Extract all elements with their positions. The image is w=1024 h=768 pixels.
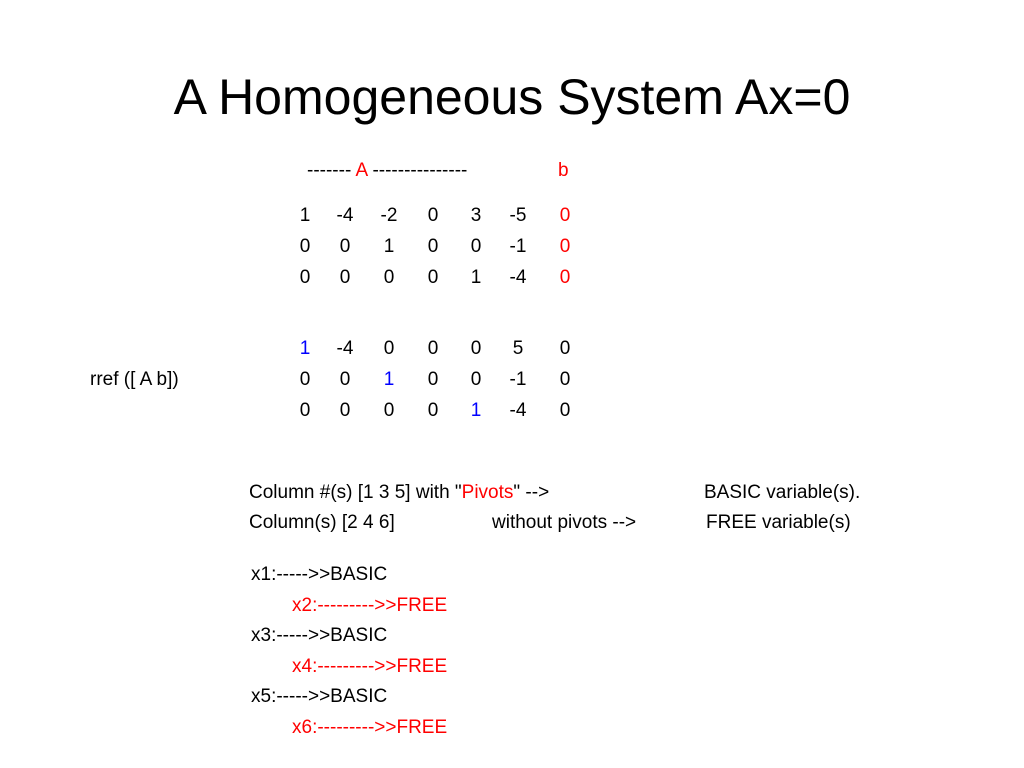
slide-title: A Homogeneous System Ax=0 — [173, 69, 851, 125]
rref-cell: 1 — [470, 400, 482, 421]
rref-cell: 0 — [427, 400, 439, 421]
rref-cell: 0 — [299, 400, 311, 421]
rref-cell: 0 — [470, 338, 482, 359]
rref-cell: 0 — [559, 369, 571, 390]
matrix-cell: 3 — [470, 205, 482, 226]
variable-free-line: x4:--------->>FREE — [292, 655, 448, 677]
matrix-cell: 0 — [470, 236, 482, 257]
matrix-cell: -4 — [336, 205, 354, 226]
matrix-cell: 1 — [299, 205, 311, 226]
rref-cell: 1 — [383, 369, 395, 390]
matrix-cell: 0 — [559, 267, 571, 288]
matrix-cell: 1 — [383, 236, 395, 257]
matrix-cell: 1 — [470, 267, 482, 288]
without-pivots-text: without pivots --> — [492, 512, 637, 533]
rref-cell: 0 — [299, 369, 311, 390]
matrix-cell: 0 — [339, 267, 351, 288]
variable-free-line: x6:--------->>FREE — [292, 716, 448, 738]
basic-variables-text: BASIC variable(s). — [704, 482, 861, 503]
matrix-cell: 0 — [299, 267, 311, 288]
matrix-cell: 0 — [339, 236, 351, 257]
rref-cell: 0 — [470, 369, 482, 390]
matrix-cell: -1 — [509, 236, 527, 257]
matrix-cell: 0 — [559, 236, 571, 257]
header-right-dashes: --------------- — [372, 160, 468, 181]
matrix-header: ------- A --------------- — [307, 159, 467, 183]
rref-cell: -4 — [509, 400, 527, 421]
variable-basic-line: x1:----->>BASIC — [251, 564, 388, 585]
matrix-cell: 0 — [383, 267, 395, 288]
matrix-cell: -2 — [380, 205, 398, 226]
rref-cell: 0 — [339, 400, 351, 421]
pivot-arrow-text: " --> — [513, 482, 550, 503]
rref-cell: 0 — [427, 338, 439, 359]
rref-cell: 0 — [559, 400, 571, 421]
explanation-line-1: Column #(s) [1 3 5] with "Pivots" --> — [249, 481, 549, 505]
rref-cell: 0 — [383, 338, 395, 359]
variable-basic-line: x3:----->>BASIC — [251, 625, 388, 646]
free-variables-text: FREE variable(s) — [706, 512, 851, 533]
variable-free-line: x2:--------->>FREE — [292, 594, 448, 616]
rref-cell: 0 — [383, 400, 395, 421]
matrix-cell: 0 — [427, 236, 439, 257]
matrix-cell: -5 — [509, 205, 527, 226]
matrix-cell: -4 — [509, 267, 527, 288]
matrix-cell: 0 — [559, 205, 571, 226]
header-left-dashes: ------- — [307, 160, 352, 181]
non-pivot-columns-text: Column(s) [2 4 6] — [249, 512, 395, 533]
rref-label: rref ([ A b]) — [90, 369, 179, 390]
rref-cell: -4 — [336, 338, 354, 359]
matrix-cell: 0 — [299, 236, 311, 257]
rref-cell: 1 — [299, 338, 311, 359]
rref-cell: 0 — [559, 338, 571, 359]
rref-cell: 0 — [427, 369, 439, 390]
rref-cell: 5 — [512, 338, 524, 359]
rref-cell: -1 — [509, 369, 527, 390]
pivot-columns-text: Column #(s) [1 3 5] with " — [249, 482, 462, 503]
variable-basic-line: x5:----->>BASIC — [251, 686, 388, 707]
rref-cell: 0 — [339, 369, 351, 390]
matrix-cell: 0 — [427, 267, 439, 288]
matrix-cell: 0 — [427, 205, 439, 226]
header-a-label: A — [355, 160, 368, 181]
pivots-word: Pivots — [461, 482, 514, 503]
header-b-label: b — [558, 160, 569, 181]
